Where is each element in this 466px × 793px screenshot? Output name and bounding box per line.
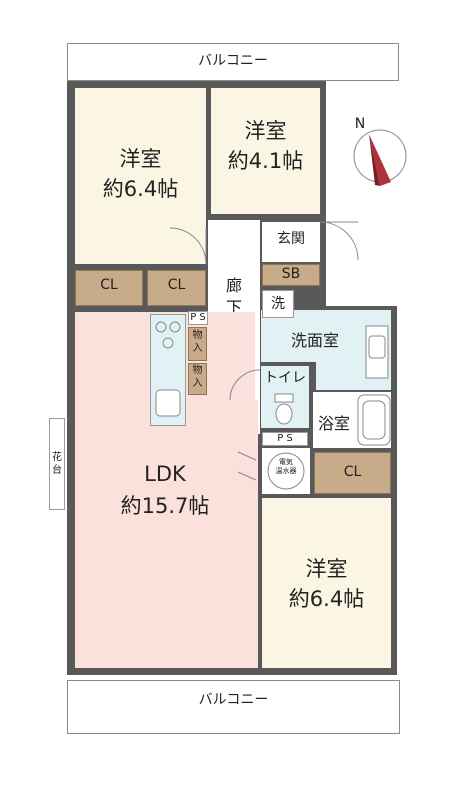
compass-north-label: N: [354, 116, 366, 132]
balcony-top-label: バルコニー: [198, 53, 268, 69]
western-room-2-label: 洋室: [244, 119, 287, 143]
ldk-extension: [200, 400, 258, 668]
toilet-label: トイレ: [264, 370, 306, 386]
washer-label: 洗: [271, 296, 285, 312]
western-room-1-label: 洋室: [119, 147, 162, 171]
ps-box-1: [188, 311, 208, 325]
compass-icon: [353, 129, 407, 186]
closet-2: [147, 270, 206, 306]
closet-2-label: CL: [167, 277, 186, 293]
ldk-size: 約15.7帖: [120, 494, 210, 518]
western-room-3-size: 約6.4帖: [288, 587, 365, 611]
water-heater-label: 電気 温水器: [275, 458, 297, 475]
closet-3: [314, 452, 391, 494]
stove-icon: [155, 321, 181, 349]
ldk-door-icon: [229, 369, 261, 401]
western-room-1: [75, 88, 206, 264]
vanity-sink-icon: [365, 325, 389, 379]
shoe-box-label: SB: [281, 266, 301, 282]
balcony-bottom: [67, 680, 400, 734]
shoe-box: [262, 264, 320, 286]
water-heater-icon: [267, 452, 305, 490]
ps-box-1-label: P S: [190, 312, 206, 323]
washroom-label: 洗面室: [290, 331, 339, 350]
storage-1: [188, 327, 207, 361]
closet-3-label: CL: [343, 464, 362, 480]
balcony-bottom-label: バルコニー: [198, 692, 269, 708]
western-room-2: [211, 88, 320, 214]
storage-1-label: 物入: [192, 330, 203, 354]
entrance-label: 玄関: [277, 231, 305, 247]
entrance: [262, 222, 320, 262]
bathtub-icon: [357, 394, 391, 446]
closet-1-label: CL: [100, 277, 118, 293]
washer-space: [262, 290, 294, 318]
outdoor-recess: [326, 81, 401, 306]
flower-stand-label: 花台: [52, 452, 62, 476]
storage-2: [188, 363, 207, 395]
flower-stand: [49, 418, 65, 510]
western-room-2-size: 約4.1帖: [227, 149, 304, 173]
hallway-label-1: 廊: [225, 276, 242, 295]
room-1-door-icon: [169, 227, 207, 265]
storage-2-label: 物入: [192, 365, 203, 389]
ps-box-2: [262, 432, 308, 446]
entrance-door-icon: [319, 221, 359, 261]
kitchen-sink-icon: [155, 389, 181, 417]
ldk-label: LDK: [144, 462, 186, 486]
western-room-1-size: 約6.4帖: [102, 177, 179, 201]
western-room-3-label: 洋室: [305, 557, 348, 581]
toilet-icon: [274, 393, 294, 425]
ldk-sliding-door-icon: [237, 451, 257, 481]
western-room-3: [262, 498, 391, 668]
closet-1: [75, 270, 143, 306]
ps-box-2-label: P S: [277, 433, 293, 444]
balcony-top: [67, 43, 399, 81]
bathroom-label: 浴室: [317, 414, 350, 433]
